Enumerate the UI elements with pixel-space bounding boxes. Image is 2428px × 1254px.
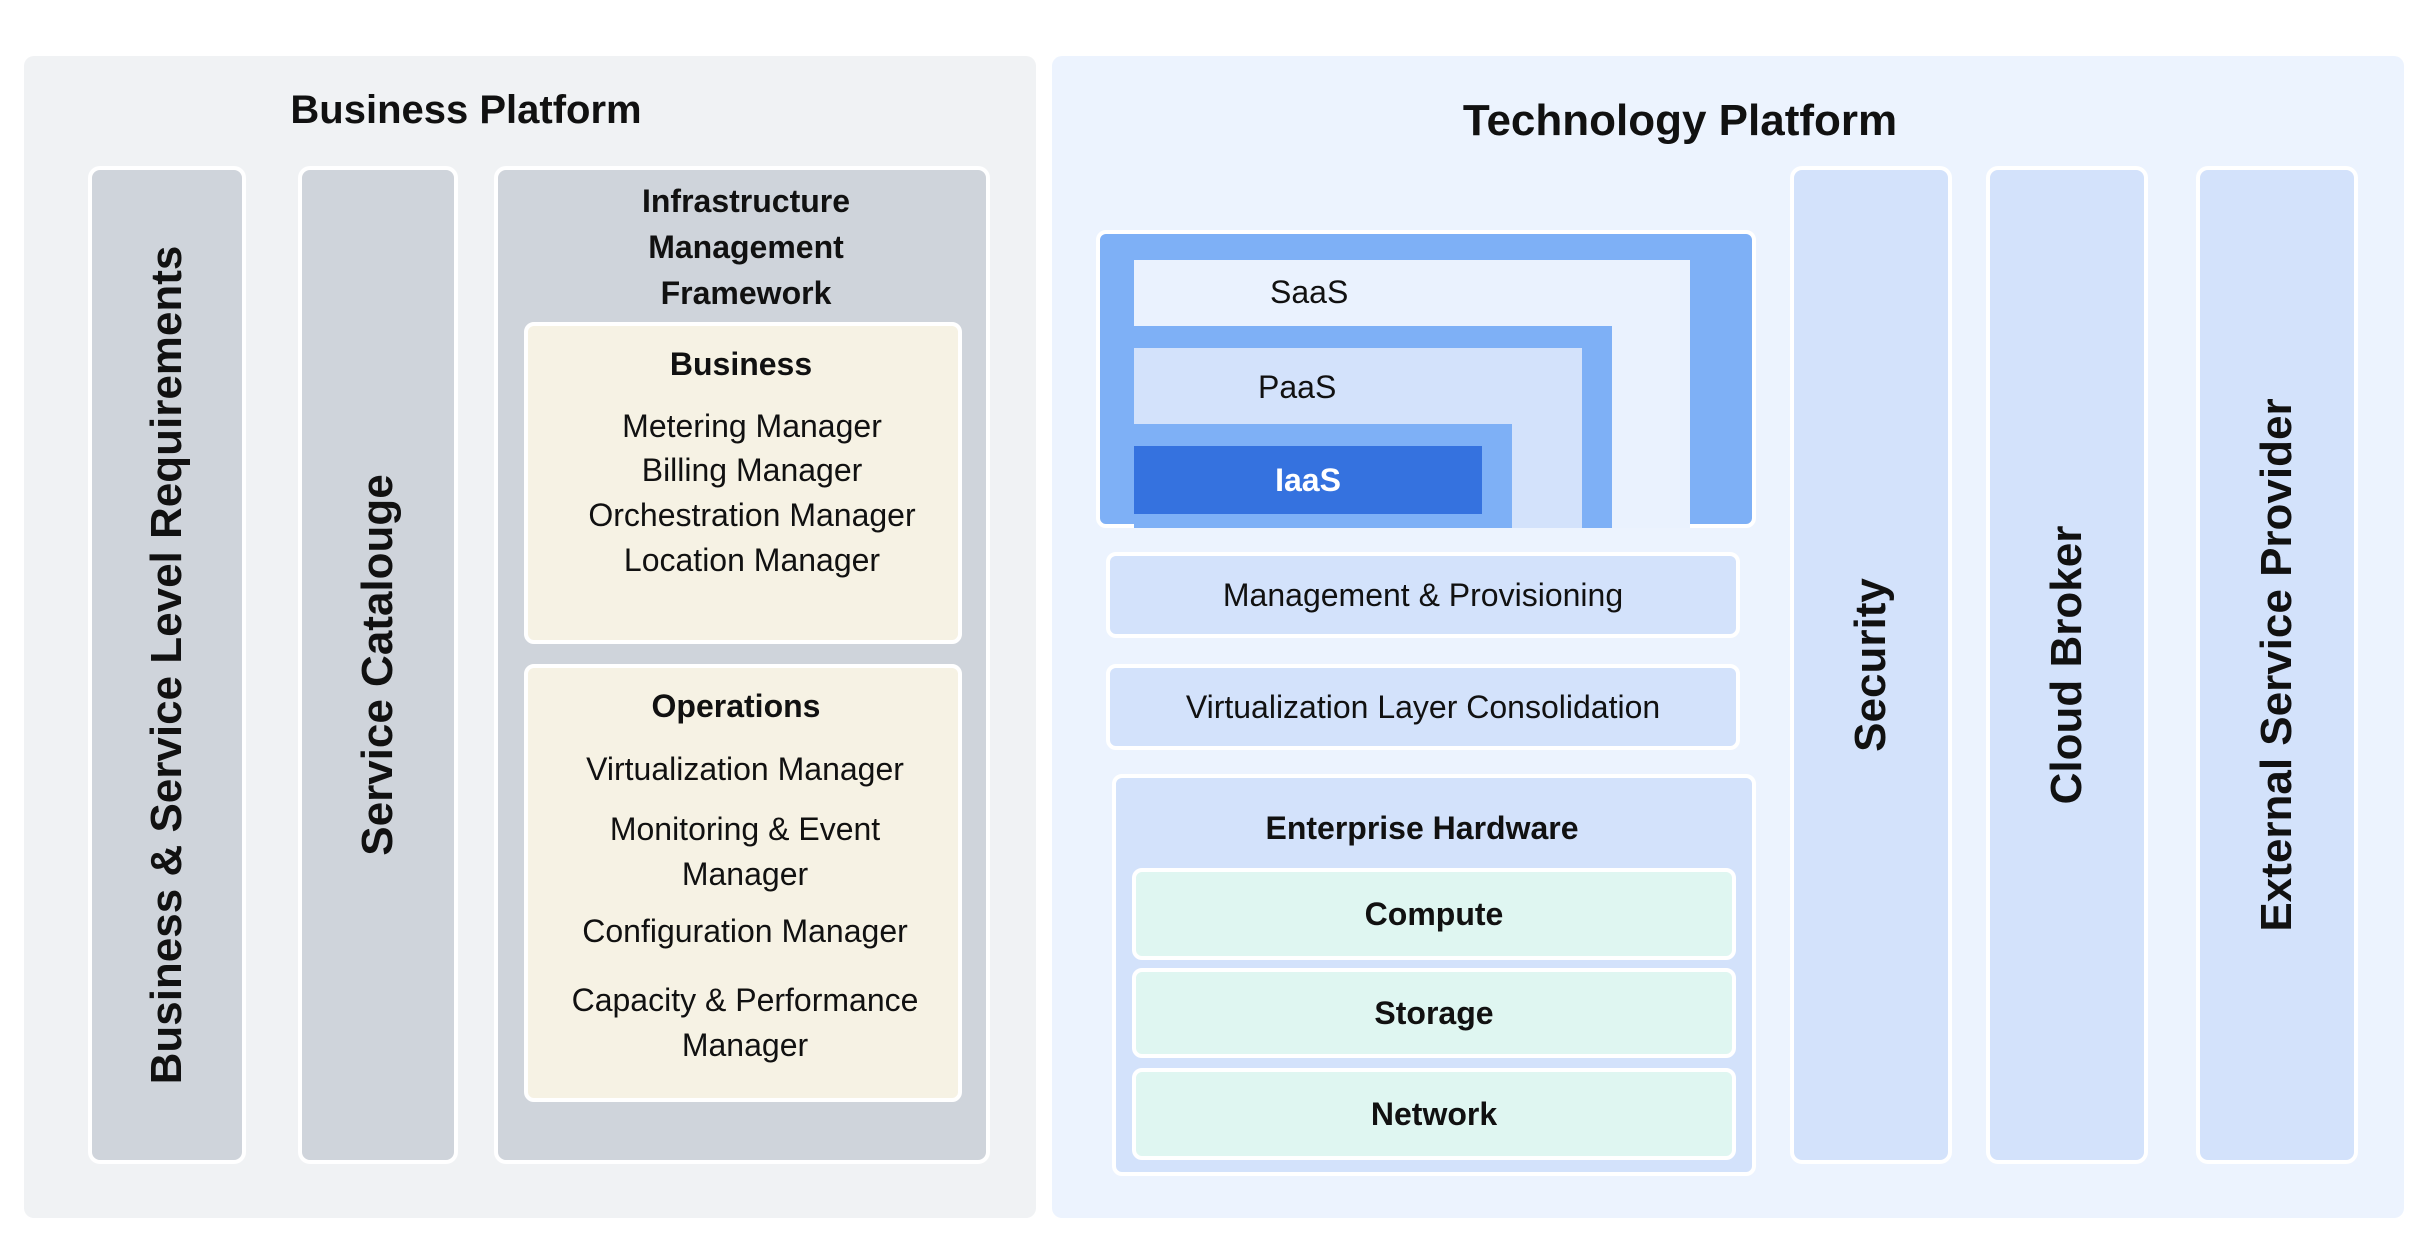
operations-card-item-line: Configuration Manager — [582, 913, 908, 949]
business-card-item: Orchestration Manager — [588, 497, 916, 533]
operations-card-item-line: Manager — [681, 1027, 809, 1063]
cloud-broker-column: Cloud Broker — [1986, 166, 2148, 1164]
paas-label: PaaS — [1258, 369, 1337, 405]
service-catalogue-column: Service Catalouge — [298, 166, 458, 1164]
operations-card-item-line: Capacity & Performance — [571, 982, 919, 1018]
operations-card-title: Operations — [651, 688, 821, 724]
iaas-label: IaaS — [1275, 462, 1341, 498]
external-service-provider-label: External Service Provider — [2252, 398, 2301, 932]
operations-card-item: Capacity & Performance Manager — [528, 978, 962, 1068]
external-service-provider-column: External Service Provider — [2196, 166, 2358, 1164]
imf-title: Infrastructure Management Framework — [494, 178, 998, 316]
service-catalogue-label: Service Catalouge — [353, 474, 402, 856]
compute-box: Compute — [1132, 868, 1736, 960]
business-service-level-requirements-label: Business & Service Level Requirements — [142, 245, 191, 1085]
saas-label: SaaS — [1270, 274, 1349, 310]
security-column: Security — [1790, 166, 1952, 1164]
operations-card-item-line: Virtualization Manager — [586, 751, 904, 787]
business-card-item: Metering Manager — [622, 408, 882, 444]
iaas-layer: IaaS — [1134, 446, 1482, 514]
imf-title-line: Framework — [660, 275, 832, 311]
business-card-item: Billing Manager — [641, 452, 863, 488]
security-label: Security — [1846, 578, 1895, 752]
operations-card-item-line: Monitoring & Event — [609, 811, 881, 847]
imf-title-line: Management — [648, 229, 844, 265]
business-service-level-requirements-column: Business & Service Level Requirements — [88, 166, 246, 1164]
virtualization-layer-band: Virtualization Layer Consolidation — [1106, 664, 1740, 750]
imf-title-line: Infrastructure — [641, 183, 851, 219]
business-card-item: Location Manager — [623, 542, 881, 578]
network-box: Network — [1132, 1068, 1736, 1160]
operations-card — [524, 664, 962, 1102]
business-card-title: Business — [669, 346, 813, 382]
enterprise-hardware-title: Enterprise Hardware — [1265, 810, 1579, 846]
storage-box: Storage — [1132, 968, 1736, 1058]
operations-card-item: Configuration Manager — [528, 909, 962, 954]
operations-card-item-line: Manager — [681, 856, 809, 892]
business-platform-title: Business Platform — [290, 88, 642, 132]
operations-card-item: Monitoring & Event Manager — [528, 807, 962, 897]
cloud-broker-label: Cloud Broker — [2042, 525, 2091, 805]
operations-card-item: Virtualization Manager — [528, 747, 962, 792]
business-card — [524, 322, 962, 644]
management-provisioning-band: Management & Provisioning — [1106, 552, 1740, 638]
technology-platform-title: Technology Platform — [1462, 96, 1898, 145]
